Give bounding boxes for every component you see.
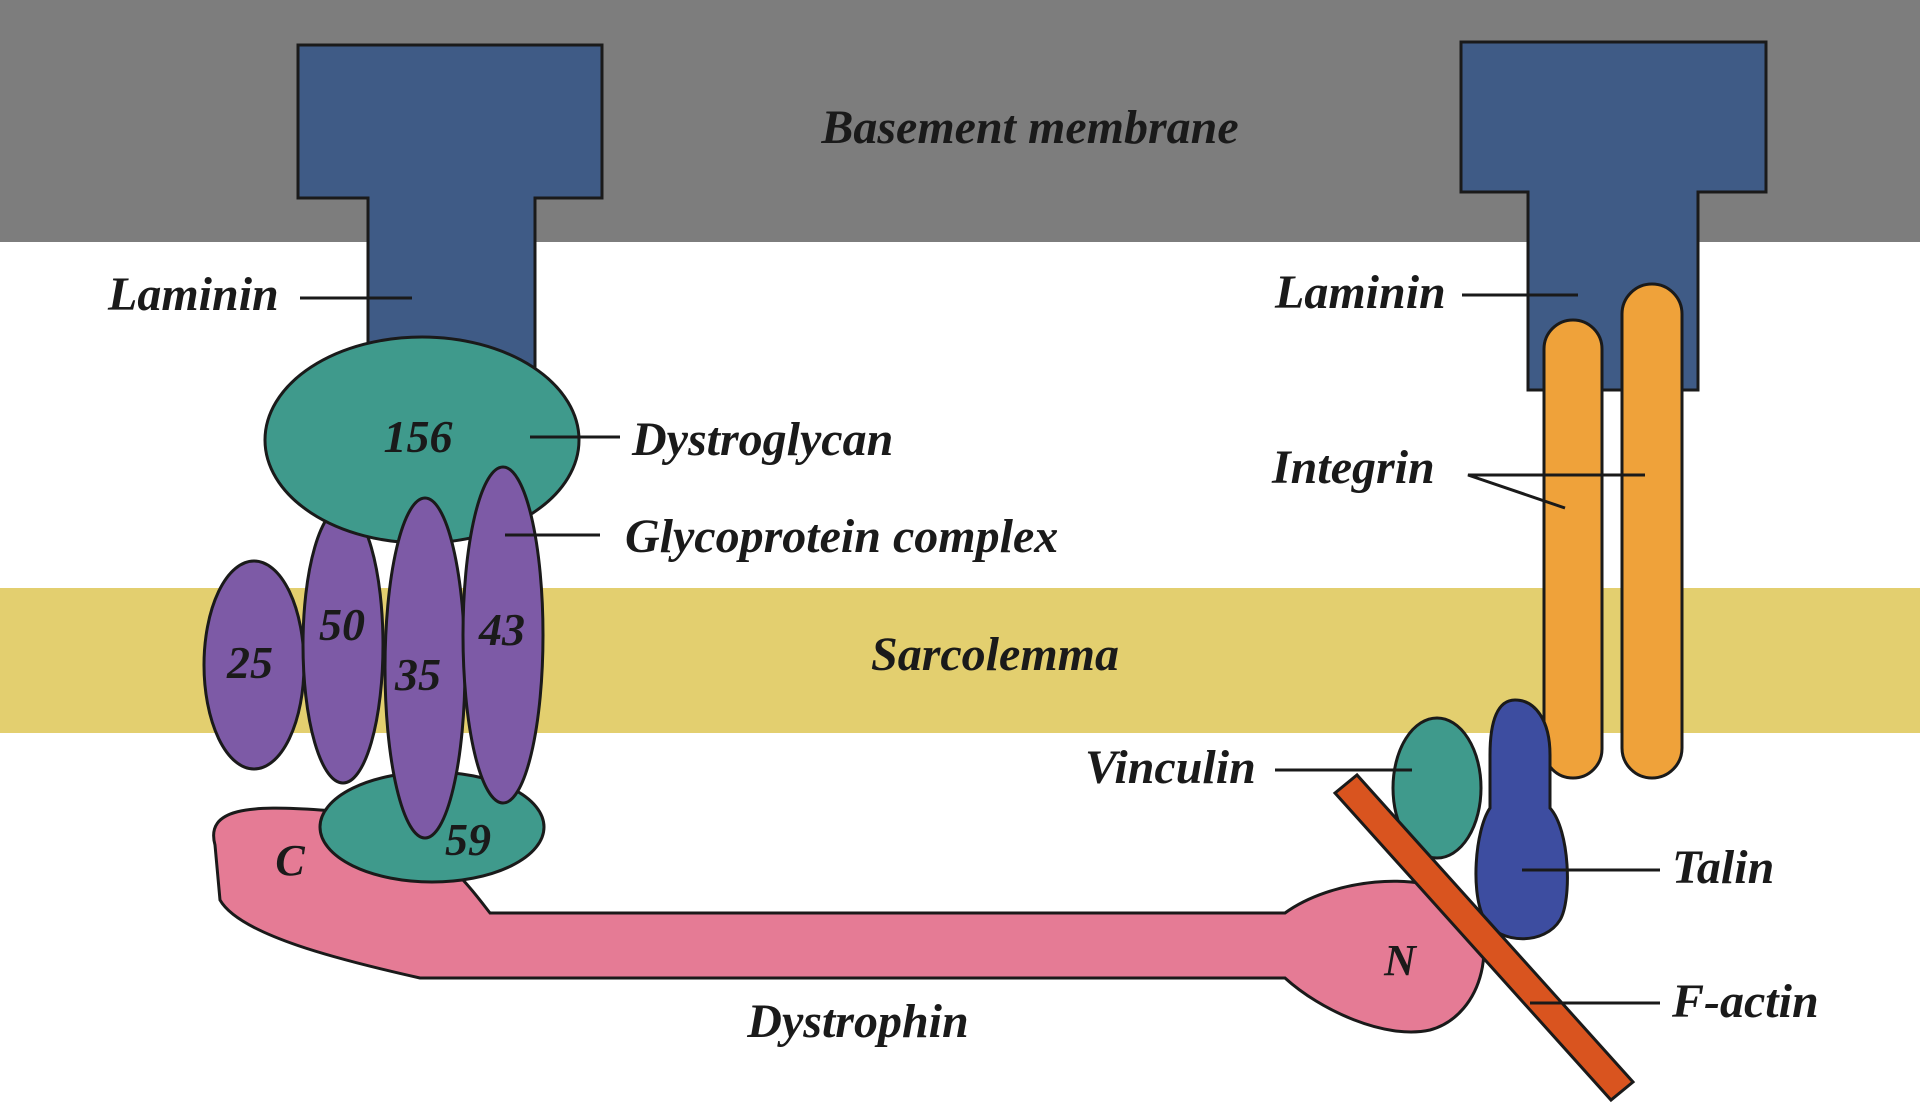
sarcolemma-label: Sarcolemma <box>871 628 1119 681</box>
integrin-label: Integrin <box>1271 441 1435 494</box>
glycoprotein-43-number: 43 <box>478 604 525 655</box>
glycoprotein-35-number: 35 <box>394 649 441 700</box>
glycoprotein-50-number: 50 <box>319 599 365 650</box>
talin-label: Talin <box>1672 841 1774 894</box>
glycoprotein-complex-label: Glycoprotein complex <box>625 510 1058 563</box>
integrin-right-rod <box>1622 284 1682 778</box>
glycoprotein-25-number: 25 <box>226 637 273 688</box>
vinculin-label: Vinculin <box>1085 741 1256 794</box>
dystrophin-label: Dystrophin <box>746 995 968 1048</box>
basement-membrane-label: Basement membrane <box>820 101 1238 154</box>
dystrophin-n-terminus: N <box>1383 936 1418 985</box>
laminin-left-label: Laminin <box>107 268 279 321</box>
dystrophin-c-terminus: C <box>275 836 305 885</box>
f-actin-label: F-actin <box>1671 975 1819 1028</box>
dystroglycan-156-number: 156 <box>384 411 453 462</box>
laminin-right-label: Laminin <box>1274 266 1446 319</box>
dystroglycan-59-number: 59 <box>445 814 491 865</box>
dystroglycan-label: Dystroglycan <box>631 413 893 466</box>
integrin-left-rod <box>1544 320 1602 778</box>
